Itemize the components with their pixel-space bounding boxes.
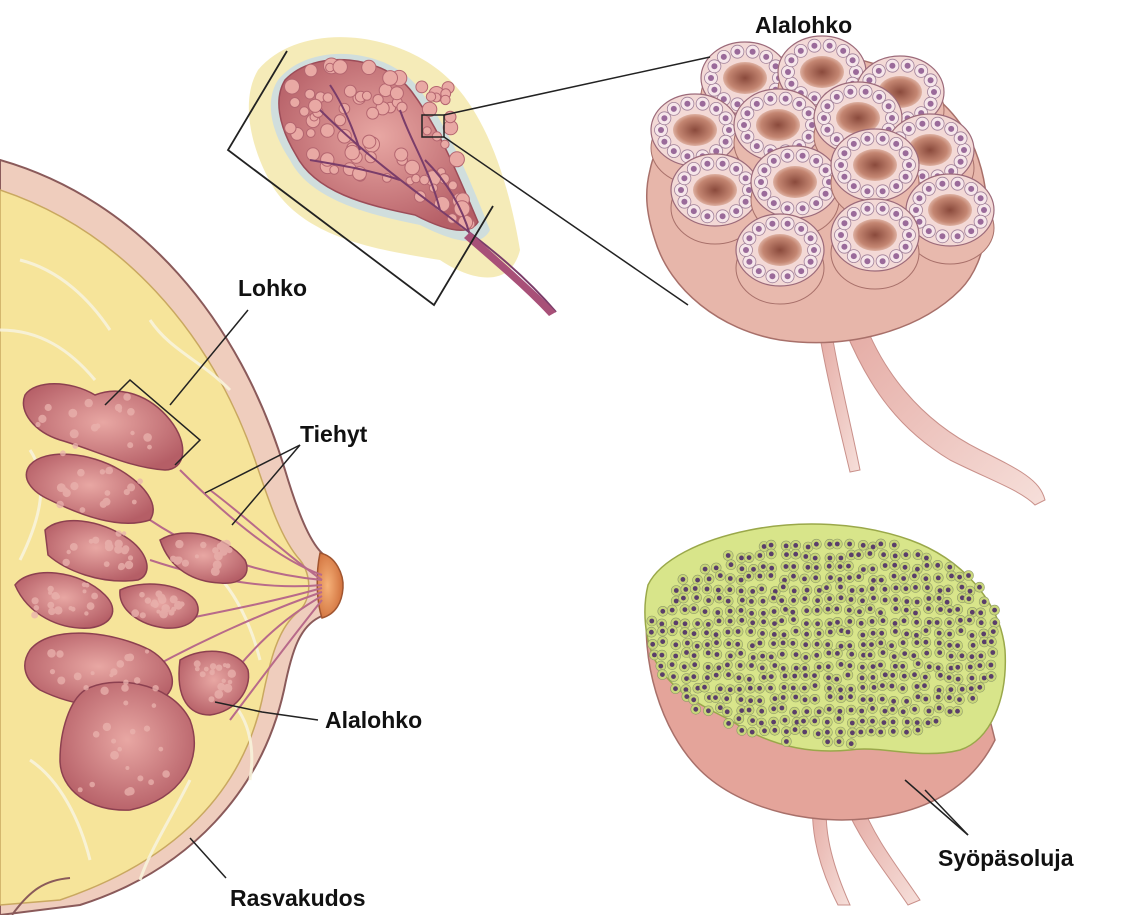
acinus — [831, 199, 919, 289]
lobule-stem — [845, 310, 1045, 505]
label-lobe: Lohko — [238, 275, 307, 301]
fat-leader — [190, 838, 226, 878]
label-fat: Rasvakudos — [230, 885, 366, 911]
label-lobule-top: Alalohko — [755, 12, 852, 38]
breast-cross-section — [0, 160, 343, 915]
label-cancer-cells: Syöpäsoluja — [938, 845, 1074, 871]
label-ducts: Tiehyt — [300, 421, 368, 447]
label-lobule-left: Alalohko — [325, 707, 422, 733]
cancer-leader-2 — [925, 790, 968, 835]
acinus — [736, 214, 824, 304]
lobule-detail — [647, 36, 1045, 505]
